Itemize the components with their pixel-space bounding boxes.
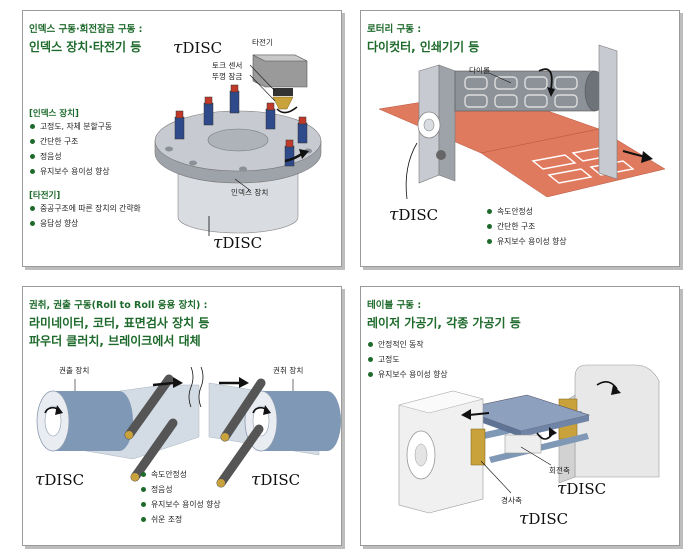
roll-feature-list: 속도안정성 정음성 유지보수 용이성 향상 쉬운 조정 xyxy=(141,467,221,527)
label-striker: 타전기 xyxy=(252,38,273,47)
list-item: 유지보수 용이성 향상 xyxy=(141,497,221,512)
list-item: 정음성 xyxy=(141,482,221,497)
panel2-title-large: 다이컷터, 인쇄기기 등 xyxy=(367,40,480,54)
list-item: 중공구조에 따른 장치의 간략화 xyxy=(30,201,141,216)
label-torque-sensor: 토크 센서 xyxy=(212,61,243,70)
roll-to-roll-illustration xyxy=(36,366,341,488)
panel4-title-large: 레이저 가공기, 각종 가공기 등 xyxy=(367,316,521,330)
rotary-feature-list: 속도안정성 간단한 구조 유지보수 용이성 향상 xyxy=(487,204,567,249)
label-index-device: 인덱스 장치 xyxy=(231,188,269,197)
list-item: 쉬운 조정 xyxy=(141,512,221,527)
section-index-title: [인덱스 장치] xyxy=(29,109,79,119)
panel-roll-to-roll: 권취, 권출 구동(Roll to Roll 응용 장치) : 라미네이터, 코… xyxy=(22,286,342,546)
striker-feature-list: 중공구조에 따른 장치의 간략화 응답성 향상 xyxy=(30,201,141,231)
brand-logo-right: τDISC xyxy=(251,470,301,490)
brand-logo-right: τDISC xyxy=(557,479,607,499)
list-item: 응답성 향상 xyxy=(30,216,141,231)
label-die-roll: 다이롤 xyxy=(469,66,490,75)
panel-table-drive: 테이블 구동 : 레이저 가공기, 각종 가공기 등 안정적인 동작 고정도 유… xyxy=(360,286,680,546)
brand-logo-left: τDISC xyxy=(35,470,85,490)
panel3-title-small: 권취, 권출 구동(Roll to Roll 응용 장치) : xyxy=(29,300,208,311)
label-tilt-axis: 경사축 xyxy=(501,496,522,505)
list-item: 고정도, 자체 분할구동 xyxy=(30,119,112,134)
list-item: 속도안정성 xyxy=(141,467,221,482)
index-device-illustration xyxy=(154,54,322,236)
panel1-title-large: 인덱스 장치·타전기 등 xyxy=(29,40,142,54)
list-item: 유지보수 용이성 향상 xyxy=(368,367,448,382)
table-drive-illustration xyxy=(398,364,660,514)
section-striker-title: [타전기] xyxy=(29,191,61,201)
panel4-title-small: 테이블 구동 : xyxy=(367,300,422,311)
die-cutter-illustration xyxy=(378,44,666,200)
list-item: 속도안정성 xyxy=(487,204,567,219)
panel2-title-small: 로터리 구동 : xyxy=(367,24,422,35)
label-rotation-axis: 회전축 xyxy=(549,466,570,475)
index-feature-list: 고정도, 자체 분할구동 간단한 구조 정음성 유지보수 용이성 향상 xyxy=(30,119,112,179)
label-cap-lock: 뚜껑 잠금 xyxy=(212,72,243,81)
list-item: 정음성 xyxy=(30,149,112,164)
table-feature-list: 안정적인 동작 고정도 유지보수 용이성 향상 xyxy=(368,337,448,382)
list-item: 유지보수 용이성 향상 xyxy=(30,164,112,179)
list-item: 안정적인 동작 xyxy=(368,337,448,352)
panel1-title-small: 인덱스 구동·회전잠금 구동 : xyxy=(29,24,143,35)
brand-logo-top: τDISC xyxy=(173,38,223,58)
label-rewind-device: 권취 장치 xyxy=(273,366,304,375)
panel-rotary-drive: 로터리 구동 : 다이컷터, 인쇄기기 등 xyxy=(360,10,680,267)
label-unwind-device: 권출 장치 xyxy=(59,366,90,375)
brand-logo-bottom: τDISC xyxy=(213,233,263,253)
panel3-title-line1: 라미네이터, 코터, 표면검사 장치 등 xyxy=(29,316,210,330)
list-item: 간단한 구조 xyxy=(30,134,112,149)
panel3-title-line2: 파우더 클러치, 브레이크에서 대체 xyxy=(29,334,201,348)
list-item: 간단한 구조 xyxy=(487,219,567,234)
brand-logo-bottom: τDISC xyxy=(519,509,569,529)
brand-logo: τDISC xyxy=(389,205,439,225)
list-item: 유지보수 용이성 향상 xyxy=(487,234,567,249)
list-item: 고정도 xyxy=(368,352,448,367)
panel-index-drive: 인덱스 구동·회전잠금 구동 : 인덱스 장치·타전기 등 xyxy=(22,10,342,267)
